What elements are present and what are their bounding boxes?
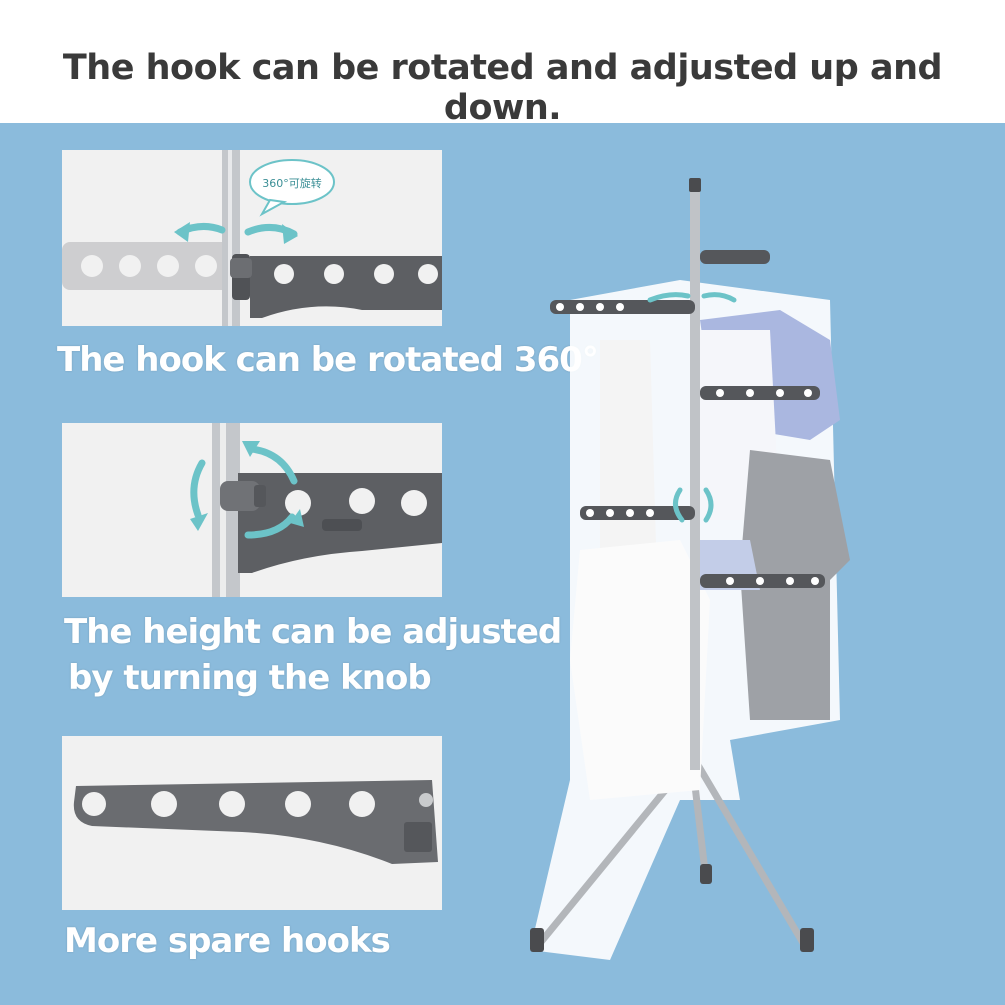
page-title: The hook can be rotated and adjusted up … [62,48,943,128]
hook-holes [556,303,819,585]
hanging-clothes [570,310,850,800]
rotation-detail-panel: 360°可旋转 [62,150,442,326]
hook-arm [232,254,442,318]
rack-pole [690,180,700,770]
leg-foot [530,928,544,952]
knob [230,258,252,278]
hook-arm [238,473,442,573]
height-arrow-icon [190,445,298,539]
rotation-detail-illustration: 360°可旋转 [62,150,442,326]
height-caption-line2: by turning the knob [68,658,432,698]
spare-hook [73,780,439,864]
drying-rack-illustration [530,178,850,960]
ghost-hook [62,242,232,290]
spare-hook-illustration [62,736,442,910]
header-banner: The hook can be rotated and adjusted up … [0,0,1005,128]
rotation-badge-text: 360°可旋转 [262,176,322,190]
spare-hooks-panel [62,736,442,910]
leg-foot [800,928,814,952]
leg-foot [700,864,712,884]
spare-hooks-caption: More spare hooks [64,921,391,961]
rotation-badge: 360°可旋转 [249,159,335,217]
pole-cap [689,178,701,192]
adjust-knob [220,481,266,511]
rotation-caption: The hook can be rotated 360° [57,340,599,380]
height-detail-illustration [62,423,442,597]
height-caption-line1: The height can be adjusted [64,612,562,652]
rack-rotation-arrow-icon [647,292,737,523]
height-detail-panel [62,423,442,597]
